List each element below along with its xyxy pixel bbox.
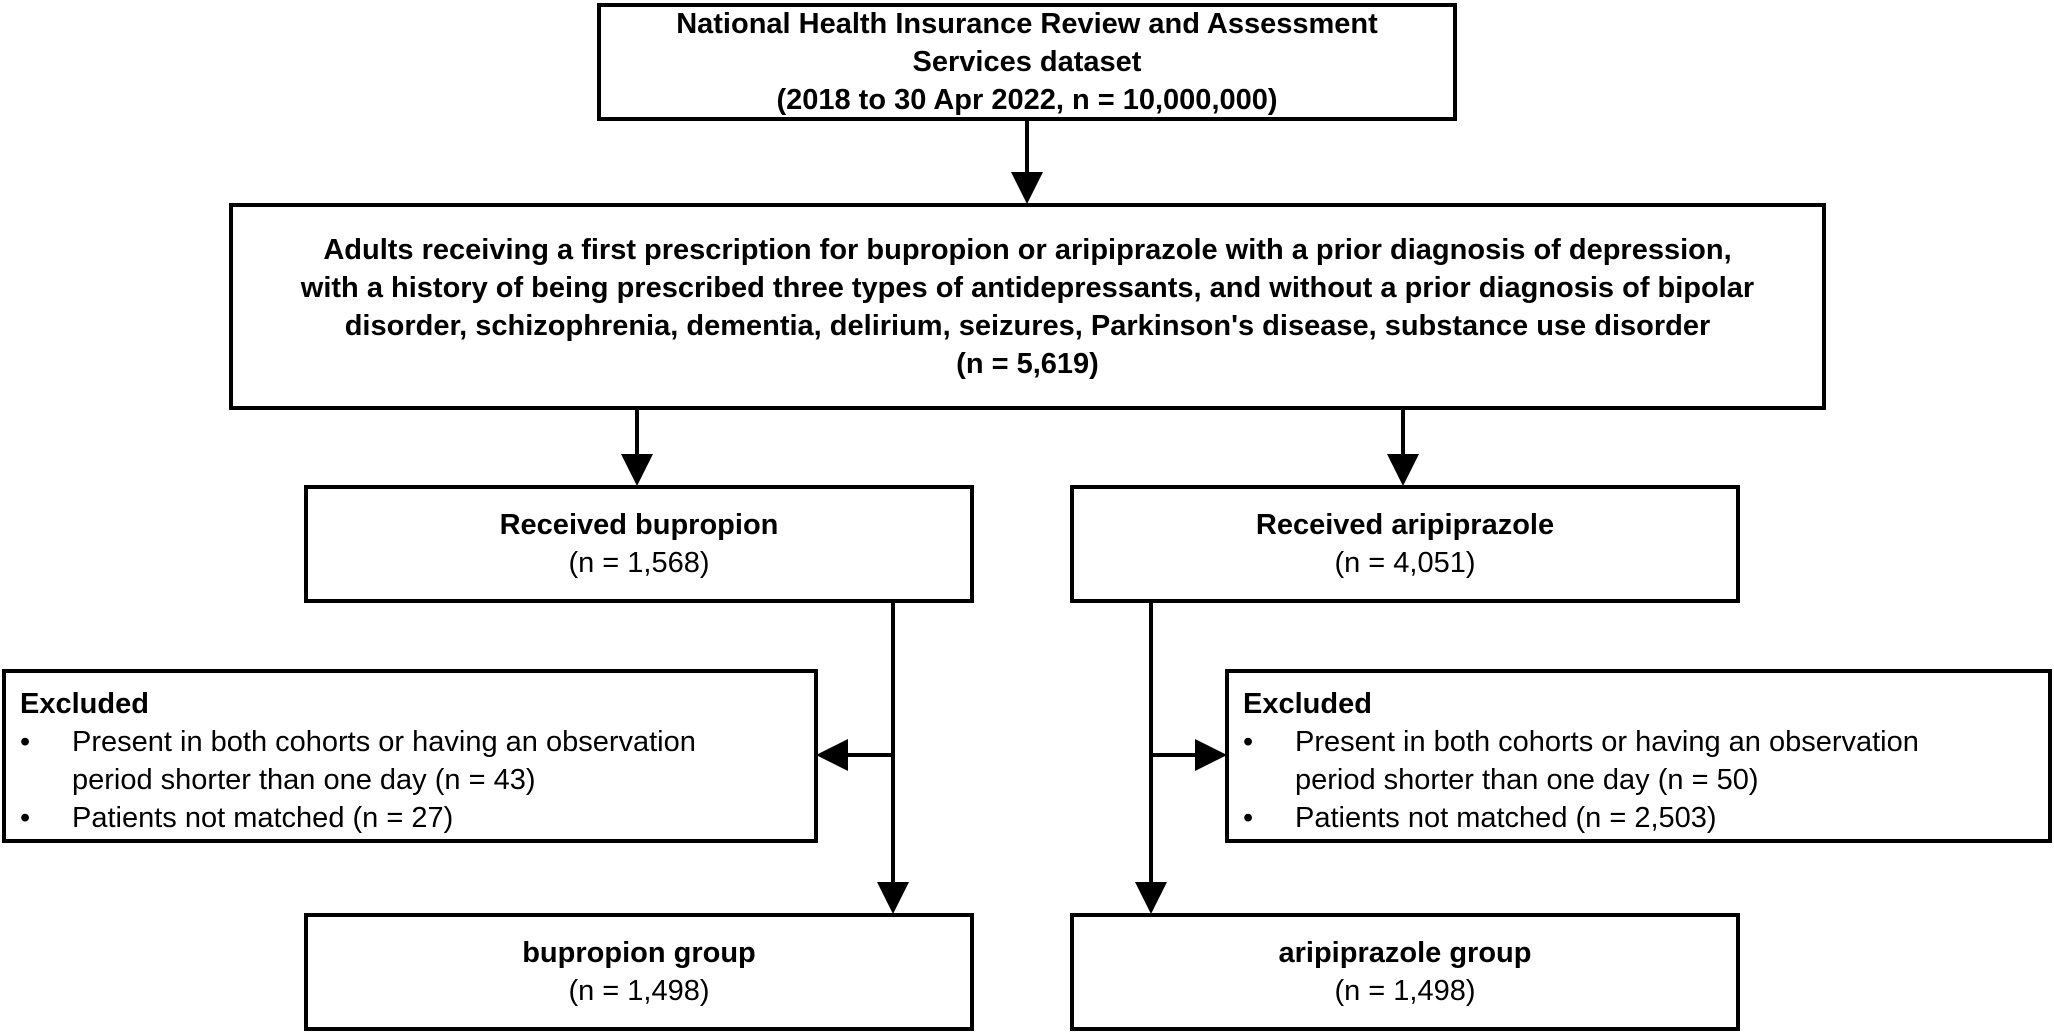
excluded-bupropion-item2: Patients not matched (n = 27) <box>72 802 454 834</box>
bupropion-group-box: bupropion group (n = 1,498) <box>304 913 974 1031</box>
bullet-icon: • <box>20 802 31 834</box>
aripiprazole-group-box: aripiprazole group (n = 1,498) <box>1070 913 1740 1031</box>
excluded-bupropion-box: Excluded • Present in both cohorts or ha… <box>2 669 818 843</box>
excluded-aripiprazole-title: Excluded <box>1243 688 1372 720</box>
excluded-aripiprazole-item1-line2: period shorter than one day (n = 50) <box>1295 764 1759 796</box>
bullet-icon: • <box>1243 802 1254 834</box>
excluded-aripiprazole-item: • Patients not matched (n = 2,503) <box>1243 799 2036 837</box>
received-aripiprazole-count: (n = 4,051) <box>1334 547 1476 579</box>
received-aripiprazole-box: Received aripiprazole (n = 4,051) <box>1070 485 1740 603</box>
aripiprazole-group-title: aripiprazole group <box>1278 937 1532 969</box>
eligible-count: (n = 5,619) <box>956 347 1099 380</box>
source-title-line1: National Health Insurance Review and Ass… <box>676 8 1378 40</box>
aripiprazole-group-count: (n = 1,498) <box>1334 975 1476 1007</box>
bupropion-group-count: (n = 1,498) <box>568 975 710 1007</box>
received-aripiprazole-title: Received aripiprazole <box>1255 509 1555 541</box>
bupropion-group-title: bupropion group <box>522 937 756 969</box>
received-bupropion-count: (n = 1,568) <box>568 547 710 579</box>
excluded-bupropion-item: • Present in both cohorts or having an o… <box>20 723 802 799</box>
received-bupropion-title: Received bupropion <box>499 509 779 541</box>
source-period-count: (2018 to 30 Apr 2022, n = 10,000,000) <box>776 84 1278 116</box>
received-bupropion-box: Received bupropion (n = 1,568) <box>304 485 974 603</box>
eligible-criteria-line2: with a history of being prescribed three… <box>300 271 1755 304</box>
source-title-line2: Services dataset <box>912 46 1142 78</box>
excluded-bupropion-item: • Patients not matched (n = 27) <box>20 799 802 837</box>
bullet-icon: • <box>1243 726 1254 758</box>
excluded-aripiprazole-item2: Patients not matched (n = 2,503) <box>1295 802 1717 834</box>
eligible-criteria-line3: disorder, schizophrenia, dementia, delir… <box>344 309 1711 342</box>
excluded-aripiprazole-box: Excluded • Present in both cohorts or ha… <box>1225 669 2052 843</box>
bullet-icon: • <box>20 726 31 758</box>
excluded-bupropion-item1-line2: period shorter than one day (n = 43) <box>72 764 536 796</box>
excluded-bupropion-item1-line1: Present in both cohorts or having an obs… <box>72 726 696 758</box>
eligible-criteria-line1: Adults receiving a first prescription fo… <box>323 233 1732 266</box>
excluded-aripiprazole-item: • Present in both cohorts or having an o… <box>1243 723 2036 799</box>
excluded-bupropion-title: Excluded <box>20 688 149 720</box>
excluded-aripiprazole-item1-line1: Present in both cohorts or having an obs… <box>1295 726 1919 758</box>
source-dataset-box: National Health Insurance Review and Ass… <box>597 3 1457 121</box>
eligible-population-box: Adults receiving a first prescription fo… <box>229 203 1826 410</box>
